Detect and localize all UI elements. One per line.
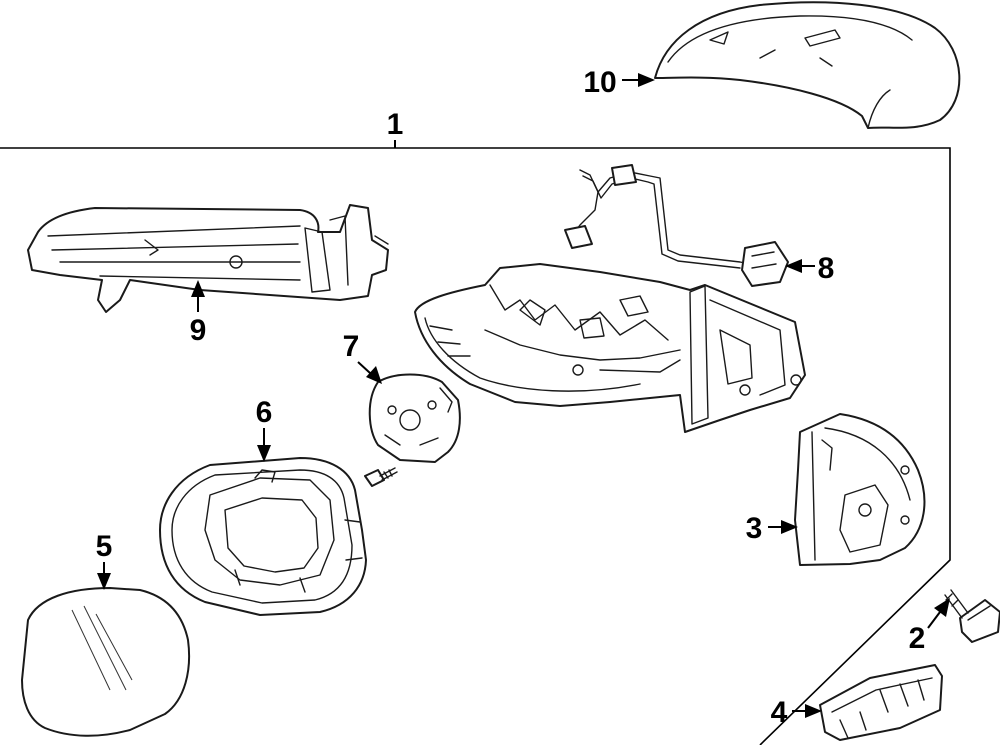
callout-8: 8 bbox=[818, 252, 835, 285]
leader-lines bbox=[97, 73, 950, 718]
callout-7: 7 bbox=[343, 330, 360, 363]
callout-1: 1 bbox=[387, 108, 404, 141]
mirror-glass bbox=[21, 587, 191, 737]
mirror-cover-cap bbox=[654, 1, 961, 129]
glass-holder-frame bbox=[159, 457, 367, 616]
actuator-screw bbox=[364, 467, 398, 487]
wiring-harness bbox=[564, 164, 789, 287]
callout-10: 10 bbox=[583, 66, 616, 99]
switch-connector bbox=[819, 664, 943, 741]
turn-signal-lamp bbox=[27, 204, 389, 313]
assembly-frame bbox=[0, 140, 951, 745]
callout-6: 6 bbox=[256, 396, 273, 429]
mounting-bolt bbox=[944, 589, 1000, 643]
mirror-lower-housing bbox=[794, 413, 926, 566]
callout-5: 5 bbox=[96, 530, 113, 563]
mirror-base-assembly bbox=[414, 263, 806, 433]
callout-labels: 1 10 8 9 7 6 5 3 2 4 bbox=[96, 66, 926, 729]
glass-actuator-motor bbox=[368, 373, 461, 463]
callout-9: 9 bbox=[190, 314, 207, 347]
callout-3: 3 bbox=[746, 512, 763, 545]
callout-2: 2 bbox=[909, 622, 926, 655]
callout-4: 4 bbox=[771, 696, 788, 729]
